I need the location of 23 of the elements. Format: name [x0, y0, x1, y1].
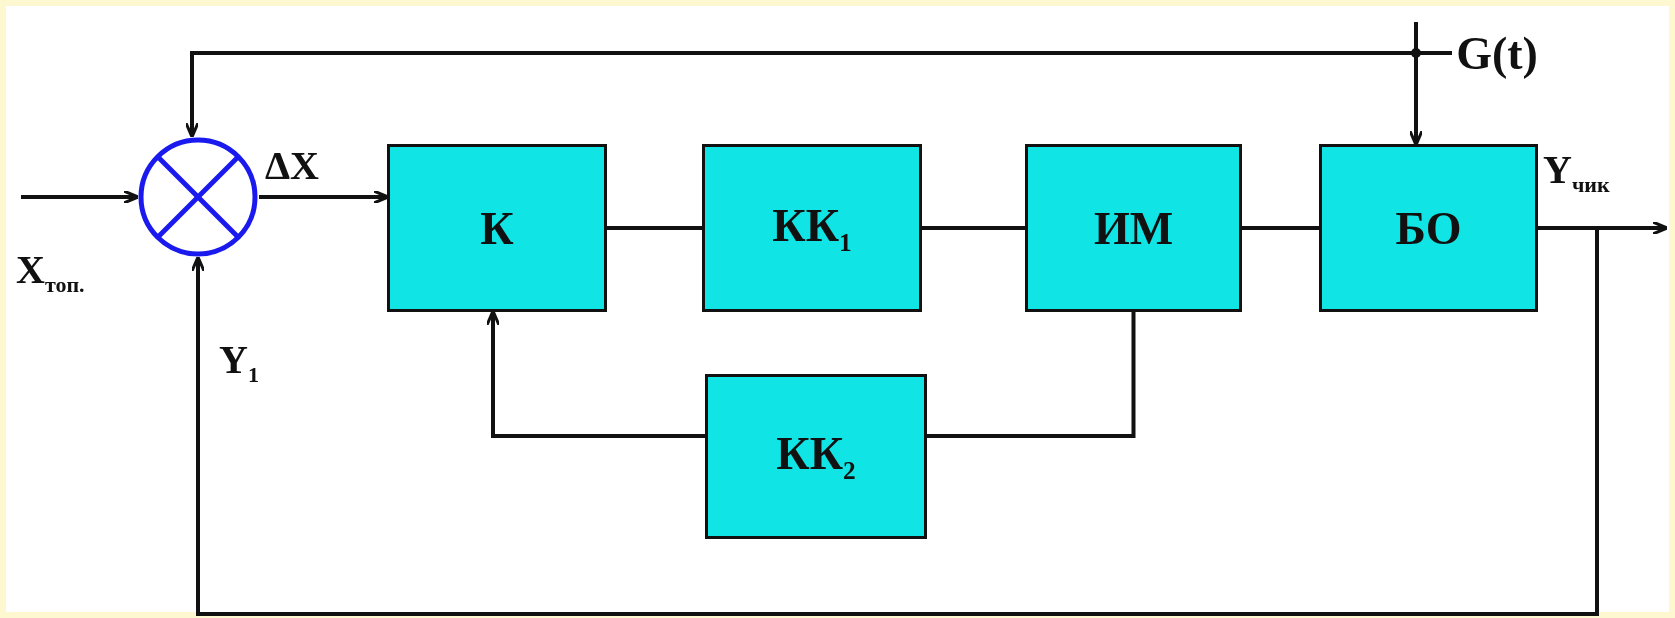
input-signal-label: X$_{топ.}$: [16, 250, 85, 296]
block-label: ИМ: [1093, 201, 1174, 255]
block-box: [702, 144, 922, 312]
arrow: [190, 226, 1599, 616]
disturbance-label: G(t): [1456, 26, 1538, 80]
arrow: [184, 51, 1452, 139]
block-box: [1319, 144, 1538, 312]
block-label: КК$_{1}$: [772, 198, 852, 258]
connector-line: [927, 312, 1136, 438]
block-label: КК$_{2}$: [776, 427, 856, 486]
connector-line: [1242, 226, 1319, 230]
arrow: [21, 189, 140, 205]
feedback-signal-label: Y$_{1}$: [219, 340, 259, 386]
block-box: [387, 144, 607, 312]
block-label: БО: [1395, 201, 1462, 255]
error-signal-label: ΔX: [265, 146, 319, 186]
block-box: [705, 374, 927, 539]
output-signal-label: Y$_{чик}$: [1543, 150, 1610, 196]
connector-line: [607, 226, 702, 230]
summing-junction: [137, 136, 259, 258]
connector-line: [922, 226, 1025, 230]
block-label: К: [480, 201, 514, 255]
block-box: [1025, 144, 1242, 312]
